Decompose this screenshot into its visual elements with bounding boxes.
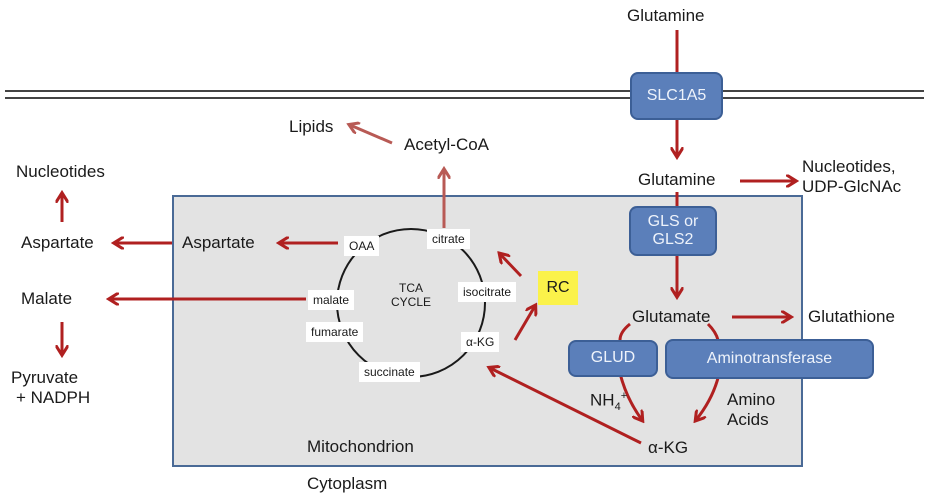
cytoplasm-region-label: Cytoplasm (307, 474, 388, 493)
aspartate-cytoplasm-label: Aspartate (21, 233, 94, 252)
tca-cycle-title: TCA CYCLE (388, 281, 434, 310)
rc-label: RC (546, 279, 570, 296)
enzyme-glud-label: GLUD (590, 349, 636, 367)
nadph-line: + NADPH (16, 387, 91, 407)
glutamine-extracellular-label: Glutamine (627, 6, 705, 25)
tca-intermediate-isocitrate: isocitrate (458, 282, 517, 302)
lipids-label: Lipids (289, 117, 334, 136)
arrow-aminotransferase-curve-top (706, 322, 720, 341)
enzyme-slc1a5-label: SLC1A5 (646, 86, 707, 104)
arrow-akg-to-cycle (490, 368, 642, 445)
arrow-glud-curve-top (618, 322, 631, 341)
cell-membrane (5, 90, 924, 99)
malate-cytoplasm-label: Malate (21, 289, 73, 308)
enzyme-gls: GLS or GLS2 (629, 206, 717, 256)
reductive-carboxylation-badge: RC (538, 271, 578, 305)
ammonium-nh: NH (590, 390, 615, 410)
nucleotides-udp-line1: Nucleotides, (802, 157, 896, 176)
tca-intermediate-citrate: citrate (427, 229, 470, 249)
amino-acids-label: Amino Acids (727, 390, 775, 429)
akg-mito-label: α-KG (648, 438, 689, 457)
arrow-acetylcoa-to-lipids (350, 125, 393, 145)
nucleotides-udp-line2: UDP-GlcNAc (802, 176, 902, 196)
ammonium-sub: 4 (614, 401, 621, 414)
nucleotides-label: Nucleotides (16, 162, 105, 181)
amino-line: Amino (727, 390, 776, 409)
pyruvate-line: Pyruvate (11, 368, 79, 387)
arrow-akg-to-rc (513, 306, 535, 341)
ammonium-sup: + (620, 390, 628, 402)
tca-intermediate-malate: malate (308, 290, 355, 310)
arrow-glud-curve-bottom (618, 372, 642, 420)
tca-intermediate-akg: α-KG (461, 332, 500, 352)
tca-intermediate-succinate: succinate (359, 362, 420, 382)
enzyme-aminotransferase: Aminotransferase (665, 339, 874, 379)
tca-title-line2: CYCLE (390, 294, 431, 309)
enzyme-slc1a5: SLC1A5 (630, 72, 723, 120)
glutathione-label: Glutathione (808, 307, 895, 326)
mitochondrion-region-label: Mitochondrion (307, 437, 414, 456)
arrow-rc-to-citrate (500, 254, 523, 278)
nucleotides-udp-glcnac-label: Nucleotides, UDP-GlcNAc (802, 157, 901, 196)
enzyme-aminotransferase-label: Aminotransferase (706, 349, 833, 367)
arrow-aminotransferase-curve-bottom (696, 377, 720, 420)
pyruvate-nadph-label: Pyruvate + NADPH (11, 368, 90, 407)
tca-title-line1: TCA (399, 281, 423, 295)
tca-intermediate-fumarate: fumarate (306, 322, 364, 342)
enzyme-glud: GLUD (568, 340, 658, 377)
ammonium-label: NH4+ (590, 390, 627, 414)
enzyme-gls-label-line2: GLS2 (652, 231, 694, 248)
acids-line: Acids (727, 409, 769, 429)
glutamate-label: Glutamate (632, 307, 711, 326)
tca-intermediate-oaa: OAA (344, 236, 380, 256)
glutamine-intracellular-label: Glutamine (638, 170, 716, 189)
enzyme-gls-label-line1: GLS or (647, 212, 699, 230)
acetyl-coa-label: Acetyl-CoA (404, 135, 490, 154)
aspartate-mito-label: Aspartate (182, 233, 255, 252)
